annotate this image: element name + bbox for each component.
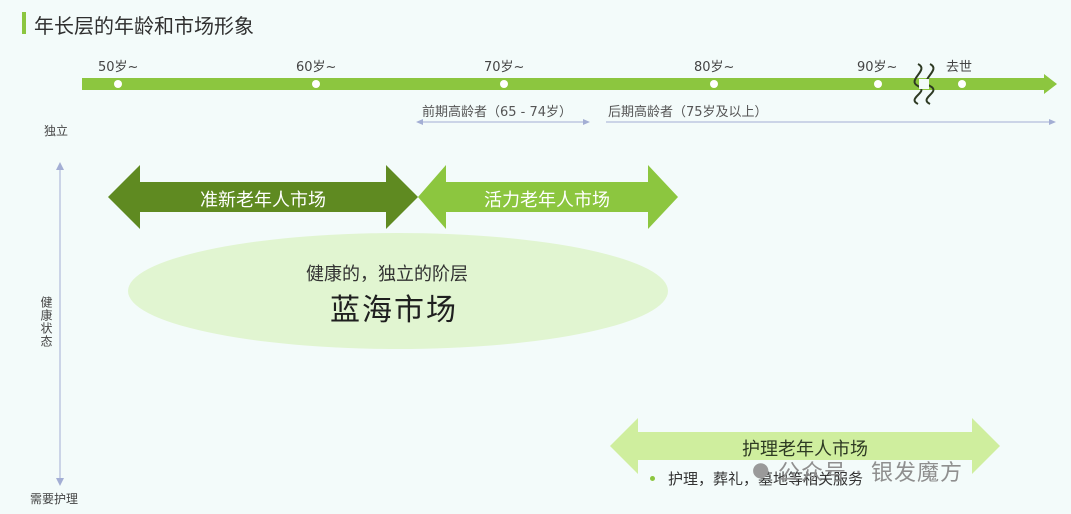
- active-senior-market-arrow: [418, 165, 678, 229]
- period-label-late: 后期高龄者（75岁及以上）: [608, 105, 768, 120]
- timeline-dot: [114, 80, 122, 88]
- page-title: 年长层的年龄和市场形象: [34, 14, 254, 38]
- pre-senior-market-arrow: [108, 165, 418, 229]
- timeline-dot: [500, 80, 508, 88]
- axis-label-independent: 独立: [44, 124, 69, 138]
- pre-senior-market-label: 准新老年人市场: [200, 190, 326, 211]
- period-label-early: 前期高龄者（65 - 74岁）: [422, 105, 573, 120]
- axis-label-health: 健康状态: [39, 296, 53, 348]
- timeline-dot: [312, 80, 320, 88]
- care-senior-market-arrow: [610, 418, 1000, 474]
- timeline-break: [913, 63, 923, 105]
- bullet-dot: [650, 476, 655, 481]
- age-label: 去世: [946, 60, 973, 75]
- watermark: 公众号 · 银发魔方: [778, 461, 963, 486]
- blue-ocean-subtitle: 健康的，独立的阶层: [306, 264, 468, 285]
- timeline-arrow: [82, 74, 1057, 94]
- age-label: 80岁~: [694, 60, 735, 75]
- care-senior-market-label: 护理老年人市场: [742, 439, 868, 460]
- timeline-dot: [874, 80, 882, 88]
- active-senior-market-label: 活力老年人市场: [484, 190, 610, 211]
- timeline-dot: [710, 80, 718, 88]
- age-label: 90岁~: [857, 60, 898, 75]
- blue-ocean-ellipse: [128, 233, 668, 349]
- blue-ocean-title: 蓝海市场: [330, 293, 458, 328]
- wechat-icon: ●: [752, 457, 770, 481]
- age-label: 50岁~: [98, 60, 139, 75]
- title-accent-bar: [22, 12, 26, 34]
- age-label: 60岁~: [296, 60, 337, 75]
- timeline-dot: [958, 80, 966, 88]
- care-services-text: 护理，葬礼，墓地等相关服务: [668, 470, 864, 488]
- age-label: 70岁~: [484, 60, 525, 75]
- axis-label-care: 需要护理: [30, 492, 79, 506]
